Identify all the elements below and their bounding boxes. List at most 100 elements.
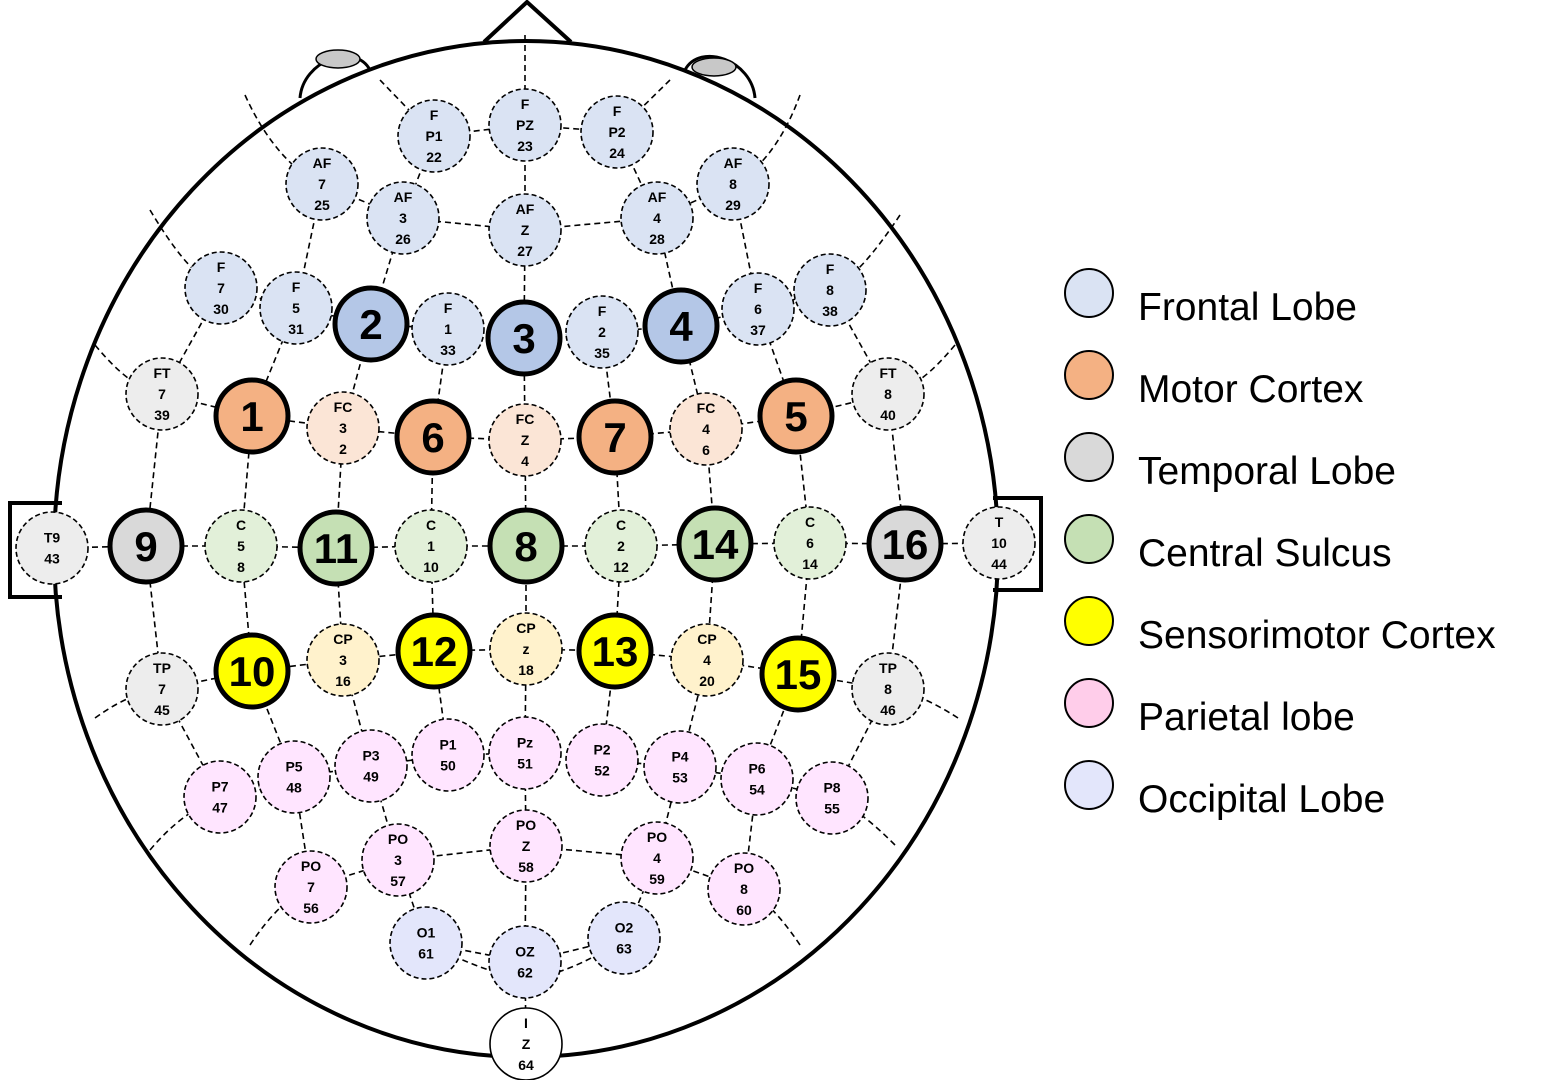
selected-electrode-14: 14 xyxy=(676,505,754,583)
selected-electrode-label: 7 xyxy=(603,414,626,461)
legend-item-central: Central Sulcus xyxy=(1060,514,1540,596)
legend-swatch xyxy=(1064,350,1114,400)
electrode-label: C xyxy=(426,517,436,533)
electrode-label: 22 xyxy=(426,149,442,165)
nose xyxy=(482,0,573,44)
selected-electrode-6: 6 xyxy=(394,398,472,476)
electrode-label: P6 xyxy=(748,761,765,777)
electrode-marker xyxy=(587,901,661,975)
electrode-marker xyxy=(204,509,278,583)
electrode-label: F xyxy=(826,261,835,277)
electrode-marker xyxy=(793,253,867,327)
legend-item-motor: Motor Cortex xyxy=(1060,350,1540,432)
electrode-label: 45 xyxy=(154,702,170,718)
electrode-label: AF xyxy=(516,201,535,217)
electrode-label: TP xyxy=(153,660,171,676)
right-eye-icon xyxy=(691,57,737,77)
electrode-label: F xyxy=(613,103,622,119)
left-ear xyxy=(8,501,62,599)
selected-electrode-marker xyxy=(759,635,837,713)
electrode-marker xyxy=(721,272,795,346)
electrode-label: 10 xyxy=(423,559,439,575)
electrode-label: 3 xyxy=(399,210,407,226)
electrode-label: 3 xyxy=(339,652,347,668)
electrode-marker xyxy=(584,509,658,583)
selected-electrode-marker xyxy=(576,612,654,690)
selected-electrode-12: 12 xyxy=(395,612,473,690)
electrode-marker xyxy=(488,716,562,790)
electrode-marker xyxy=(306,391,380,465)
electrode-label: 7 xyxy=(318,176,326,192)
electrode-marker xyxy=(15,511,89,585)
electrode-marker xyxy=(274,850,348,924)
electrode-label: O1 xyxy=(417,925,436,941)
electrode-label: Pz xyxy=(517,735,533,751)
electrode-label: P8 xyxy=(823,780,840,796)
electrode-marker xyxy=(488,403,562,477)
selected-electrode-13: 13 xyxy=(576,612,654,690)
electrode-label: 61 xyxy=(418,946,434,962)
electrode-label: AF xyxy=(313,155,332,171)
electrode-marker xyxy=(795,761,869,835)
electrode-label: 4 xyxy=(702,421,710,437)
electrode-label: P1 xyxy=(439,737,456,753)
selected-electrode-label: 9 xyxy=(134,523,157,570)
electrode-marker xyxy=(411,292,485,366)
electrode-label: 50 xyxy=(440,758,456,774)
electrode-label: 43 xyxy=(44,551,60,567)
electrode-label: 5 xyxy=(292,300,300,316)
electrode-marker xyxy=(397,99,471,173)
selected-electrode-marker xyxy=(866,505,944,583)
electrode-marker xyxy=(257,740,331,814)
electrode-label: 54 xyxy=(749,782,765,798)
selected-electrode-marker xyxy=(394,398,472,476)
electrode-label: F xyxy=(521,96,530,112)
electrode-label: P2 xyxy=(608,124,625,140)
left-eye-icon xyxy=(315,49,361,69)
electrode-marker xyxy=(488,193,562,267)
electrode-marker xyxy=(669,392,743,466)
electrode-label: 51 xyxy=(517,756,533,772)
electrode-label: 53 xyxy=(672,770,688,786)
electrode-marker xyxy=(394,509,468,583)
electrode-label: 38 xyxy=(822,303,838,319)
electrode-label: 35 xyxy=(594,345,610,361)
electrode-marker xyxy=(720,742,794,816)
electrode-label: 56 xyxy=(303,900,319,916)
electrode-marker xyxy=(259,271,333,345)
selected-electrode-4: 4 xyxy=(642,287,720,365)
legend-item-frontal: Frontal Lobe xyxy=(1060,268,1540,350)
electrode-label: 48 xyxy=(286,780,302,796)
electrode-label: 20 xyxy=(699,673,715,689)
electrode-marker xyxy=(773,506,847,580)
legend-swatch xyxy=(1064,678,1114,728)
electrode-label: 31 xyxy=(288,321,304,337)
selected-electrode-label: 8 xyxy=(514,523,537,570)
electrode-label: TP xyxy=(879,660,897,676)
electrode-label: 7 xyxy=(158,681,166,697)
electrode-marker xyxy=(125,357,199,431)
electrode-tp-7-45: TP 7 45 xyxy=(125,652,199,726)
electrode-label: 7 xyxy=(217,280,225,296)
electrode-label: I xyxy=(524,1015,528,1031)
selected-electrode-10: 10 xyxy=(213,632,291,710)
electrode-label: 24 xyxy=(609,145,625,161)
electrode-label: 16 xyxy=(335,673,351,689)
electrode-label: 33 xyxy=(440,342,456,358)
legend-label: Frontal Lobe xyxy=(1138,286,1357,329)
selected-electrode-label: 14 xyxy=(692,521,739,568)
